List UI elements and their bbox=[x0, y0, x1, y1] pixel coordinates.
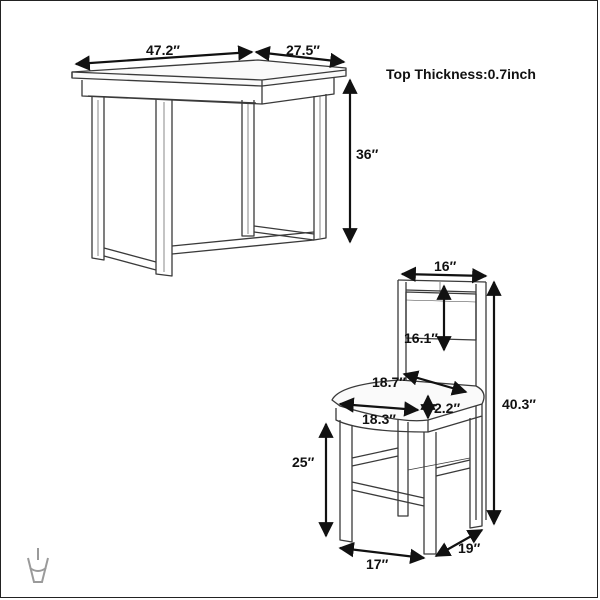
chair-base-depth-label: 19″ bbox=[458, 540, 481, 556]
chair-base-depth-arrow bbox=[434, 529, 484, 557]
chair-back-height-label: 16.1″ bbox=[404, 330, 438, 346]
chair-seat-height-label: 25″ bbox=[292, 454, 315, 470]
chair-seat-depth-label: 18.7″ bbox=[372, 374, 406, 390]
top-thickness-note: Top Thickness:0.7inch bbox=[386, 66, 536, 82]
chair-total-height-label: 40.3″ bbox=[502, 396, 536, 412]
chair-seat-width-label: 18.3″ bbox=[362, 411, 396, 427]
chair-back-width-arrow bbox=[400, 266, 488, 284]
chair-back-width-label: 16″ bbox=[434, 258, 457, 274]
chair-base-width-arrow bbox=[338, 541, 426, 565]
table-length-label: 47.2″ bbox=[146, 42, 180, 58]
chair-drawing bbox=[331, 279, 487, 555]
chair-dimension-lines bbox=[318, 266, 502, 565]
table-length-arrow bbox=[74, 45, 254, 71]
table-depth-arrow bbox=[254, 45, 346, 69]
chair-seat-depth-arrow bbox=[402, 370, 468, 396]
chair-base-width-label: 17″ bbox=[366, 556, 389, 572]
chair-seat-thickness-label: 2.2″ bbox=[434, 400, 461, 416]
table-height-label: 36″ bbox=[356, 146, 379, 162]
table-drawing bbox=[71, 59, 347, 277]
table-dimension-lines bbox=[74, 45, 358, 244]
chair-seat-width-arrow bbox=[338, 397, 420, 417]
brand-logo-icon bbox=[27, 548, 49, 583]
table-depth-label: 27.5″ bbox=[286, 42, 320, 58]
